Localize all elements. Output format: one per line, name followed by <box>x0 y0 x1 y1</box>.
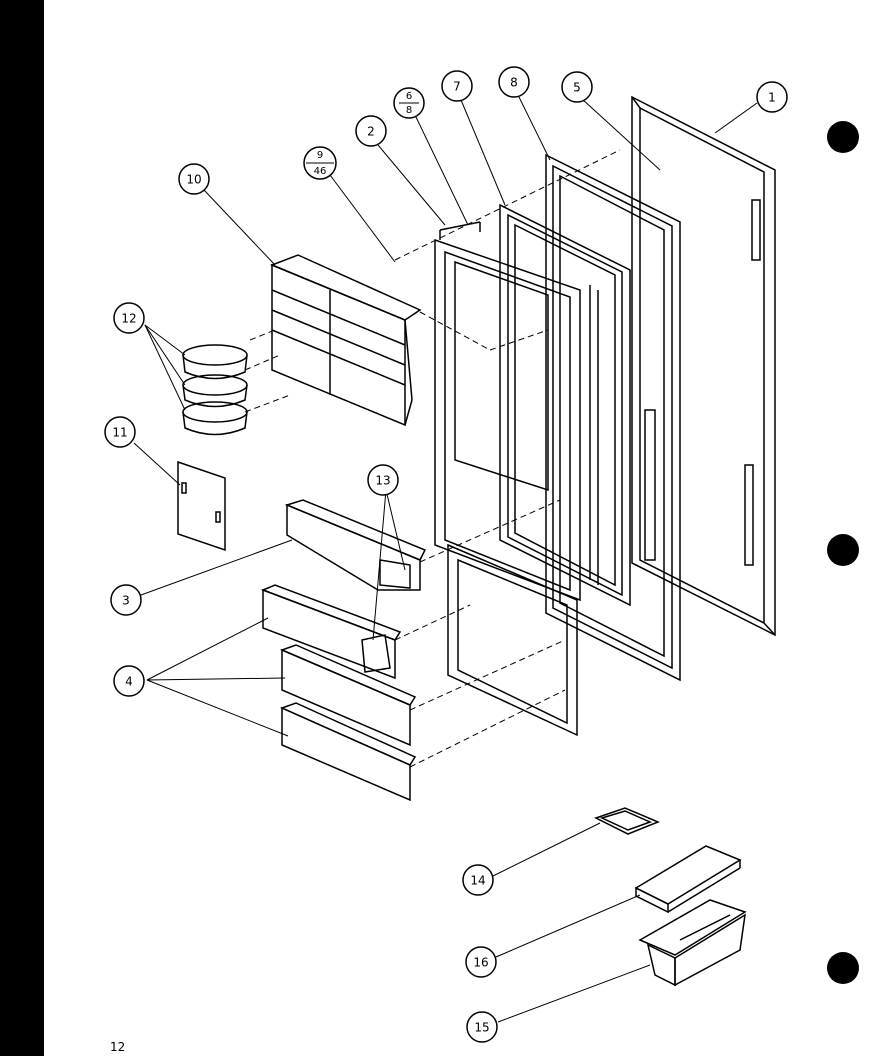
callout-8: 8 <box>498 66 530 98</box>
callout-11: 11 <box>104 416 136 448</box>
callout-12: 12 <box>113 302 145 334</box>
part-11-cover-panel <box>177 460 226 552</box>
callout-3: 3 <box>110 584 142 616</box>
callout-10: 10 <box>178 163 210 195</box>
svg-text:13: 13 <box>375 474 390 488</box>
part-12-storage-containers <box>182 344 248 436</box>
svg-text:4: 4 <box>125 675 133 689</box>
svg-text:2: 2 <box>367 125 375 139</box>
callout-13: 13 <box>367 464 399 496</box>
scan-border-left <box>0 0 44 1056</box>
callout-1: 1 <box>756 81 788 113</box>
svg-text:5: 5 <box>573 81 581 95</box>
binder-holes <box>827 121 859 984</box>
callout-14: 14 <box>462 864 494 896</box>
callout-9-46: 9 46 <box>303 146 337 180</box>
svg-text:12: 12 <box>121 312 136 326</box>
callout-2: 2 <box>355 115 387 147</box>
page-number: 12 <box>110 1040 126 1054</box>
svg-text:14: 14 <box>470 874 485 888</box>
callout-7: 7 <box>441 70 473 102</box>
part-7-inner-liner-frame <box>499 203 631 607</box>
part-4-door-bins <box>260 584 417 802</box>
part-2-door-liner <box>434 221 581 737</box>
part-3-door-bin <box>284 499 427 591</box>
svg-text:8: 8 <box>510 76 518 90</box>
callout-16: 16 <box>465 946 497 978</box>
part-1-door-outer-panel <box>631 95 776 637</box>
part-15-ice-bin <box>638 899 747 987</box>
svg-text:9: 9 <box>317 150 323 161</box>
svg-text:8: 8 <box>406 105 412 116</box>
svg-text:11: 11 <box>112 426 127 440</box>
leader-lines <box>133 94 758 1023</box>
callout-5: 5 <box>561 71 593 103</box>
binder-hole-middle <box>827 534 859 566</box>
assembly-dashed-lines <box>244 149 621 768</box>
svg-text:10: 10 <box>186 173 201 187</box>
part-16-tray-lid <box>634 845 742 914</box>
svg-text:3: 3 <box>122 594 130 608</box>
binder-hole-top <box>827 121 859 153</box>
svg-text:6: 6 <box>406 91 412 102</box>
svg-text:1: 1 <box>768 91 776 105</box>
part-14-small-tray <box>594 807 660 835</box>
callout-4: 4 <box>113 665 145 697</box>
svg-text:46: 46 <box>314 166 327 177</box>
svg-text:16: 16 <box>473 956 488 970</box>
part-8-door-gasket <box>545 153 681 682</box>
callout-15: 15 <box>466 1011 498 1043</box>
svg-text:15: 15 <box>474 1021 489 1035</box>
callout-6-8: 6 8 <box>393 87 425 119</box>
callout-labels: 1 5 8 7 6 8 2 9 46 10 12 11 13 3 4 14 16… <box>104 66 788 1043</box>
binder-hole-bottom <box>827 952 859 984</box>
part-10-shelf-rack <box>269 254 422 427</box>
svg-text:7: 7 <box>453 80 461 94</box>
